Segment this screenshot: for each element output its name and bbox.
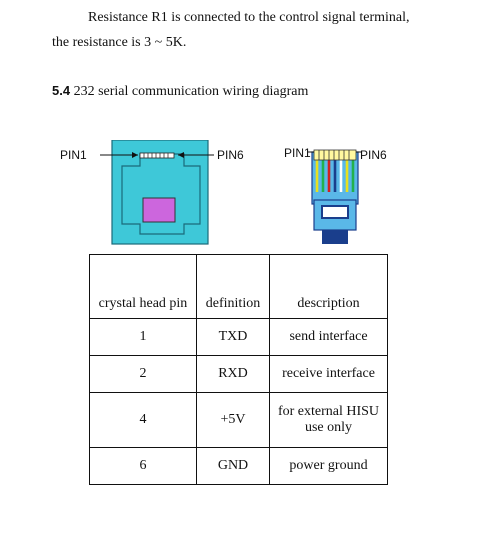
rj-socket-icon — [100, 140, 362, 245]
cell-definition: GND — [196, 447, 270, 485]
cell-definition: TXD — [196, 318, 270, 356]
cell-description: receive interface — [269, 355, 388, 393]
section-heading: 5.4 232 serial communication wiring diag… — [52, 83, 308, 100]
pin-definition-table: crystal head pin definition description … — [89, 254, 388, 485]
cell-pin: 2 — [89, 355, 197, 393]
cell-description: for external HISU use only — [269, 392, 388, 448]
table-row: 4 +5V for external HISU use only — [89, 392, 388, 448]
cell-definition: +5V — [196, 392, 270, 448]
table-row: 2 RXD receive interface — [89, 355, 388, 393]
cell-pin: 4 — [89, 392, 197, 448]
table-row: 1 TXD send interface — [89, 318, 388, 356]
left-pin6-label: PIN6 — [217, 148, 244, 162]
right-pin1-label: PIN1 — [284, 146, 311, 160]
header-crystal-head-pin: crystal head pin — [89, 254, 197, 319]
table-row: 6 GND power ground — [89, 447, 388, 485]
section-title: 232 serial communication wiring diagram — [73, 84, 309, 99]
cell-definition: RXD — [196, 355, 270, 393]
header-definition: definition — [196, 254, 270, 319]
cell-pin: 1 — [89, 318, 197, 356]
cell-description: send interface — [269, 318, 388, 356]
cell-pin: 6 — [89, 447, 197, 485]
wiring-diagram: PIN1 PIN6 PIN1 PIN6 — [60, 140, 400, 250]
section-number: 5.4 — [52, 83, 71, 98]
paragraph-line-1: Resistance R1 is connected to the contro… — [88, 10, 410, 25]
cell-description: power ground — [269, 447, 388, 485]
table-header-row: crystal head pin definition description — [89, 254, 388, 319]
header-description: description — [269, 254, 388, 319]
right-pin6-label: PIN6 — [360, 148, 387, 162]
left-pin1-label: PIN1 — [60, 148, 87, 162]
paragraph-line-2: the resistance is 3 ~ 5K. — [52, 35, 187, 50]
